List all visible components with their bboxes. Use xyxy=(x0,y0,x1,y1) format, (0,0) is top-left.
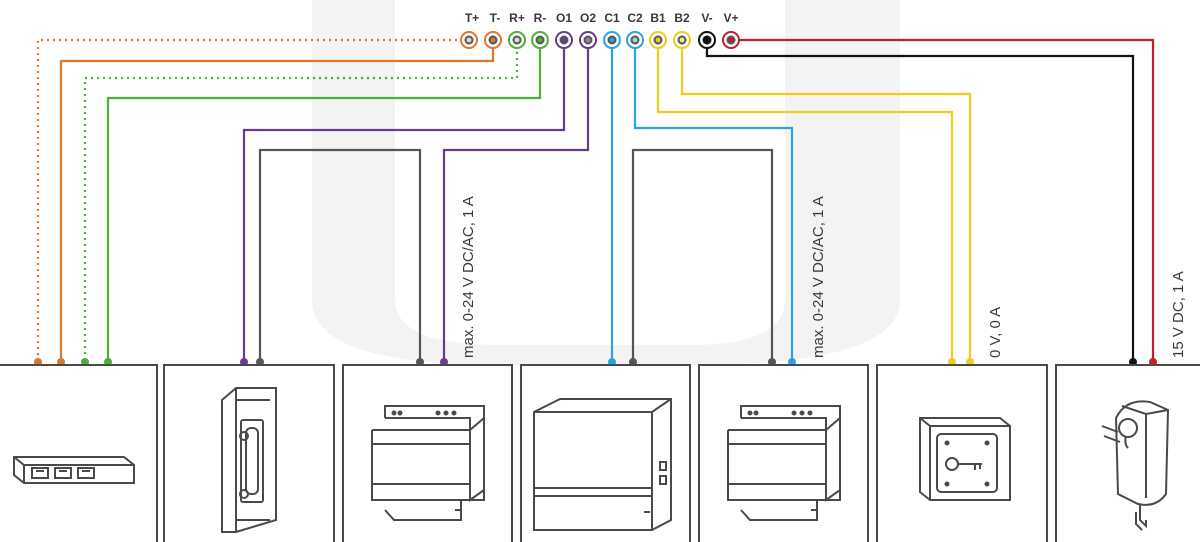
terminal-b1-icon xyxy=(649,31,667,49)
terminal-c1-icon xyxy=(603,31,621,49)
wire-o1 xyxy=(242,40,566,362)
wire-bridge-relay2 xyxy=(631,148,774,362)
terminal-label-t-minus: T- xyxy=(490,11,501,25)
terminal-label-b1: B1 xyxy=(650,11,666,25)
terminal-c2-icon xyxy=(626,31,644,49)
terminal-o2-icon xyxy=(579,31,597,49)
key-switch-icon xyxy=(919,417,1011,501)
terminal-label-t-plus: T+ xyxy=(465,11,479,25)
watermark-shape xyxy=(312,0,900,365)
din-rail-controller-icon xyxy=(533,398,672,531)
terminal-labels: T+ T- R+ R- O1 O2 C1 C2 B1 B2 V- V+ xyxy=(465,11,739,25)
terminal-v-minus-icon xyxy=(698,31,716,49)
wire-r-minus xyxy=(106,40,542,362)
terminal-t-minus-icon xyxy=(484,31,502,49)
terminal-label-v-minus: V- xyxy=(701,11,712,25)
wires xyxy=(36,38,1155,362)
device-box-din-relay-2 xyxy=(698,364,869,542)
terminal-v-plus-icon xyxy=(722,31,740,49)
terminal-r-minus-icon xyxy=(531,31,549,49)
wire-o2 xyxy=(442,40,590,362)
wire-r-plus xyxy=(83,40,519,362)
power-plug-icon xyxy=(1101,400,1170,531)
device-box-power-adapter xyxy=(1055,364,1200,542)
device-box-exit-button xyxy=(876,364,1048,542)
wire-t-minus xyxy=(59,40,495,362)
device-box-door-strike xyxy=(163,364,335,542)
device-box-din-controller xyxy=(520,364,691,542)
terminal-label-o2: O2 xyxy=(580,11,596,25)
power-rating-label: 15 V DC, 1 A xyxy=(1170,271,1187,358)
terminal-t-plus-icon xyxy=(460,31,478,49)
terminal-label-c2: C2 xyxy=(627,11,643,25)
terminal-label-v-plus: V+ xyxy=(723,11,738,25)
terminal-label-c1: C1 xyxy=(604,11,620,25)
terminal-r-plus-icon xyxy=(508,31,526,49)
wire-t-plus xyxy=(36,38,469,362)
terminal-label-o1: O1 xyxy=(556,11,572,25)
wire-c2 xyxy=(633,40,794,362)
device-boxes xyxy=(0,364,1200,542)
terminal-label-r-plus: R+ xyxy=(509,11,525,25)
wire-bridge-relay1 xyxy=(258,148,422,362)
network-switch-icon xyxy=(13,456,135,484)
button-rating-label: 0 V, 0 A xyxy=(987,307,1004,358)
terminal-label-r-minus: R- xyxy=(534,11,547,25)
terminal-connectors xyxy=(460,31,740,49)
wire-v-plus xyxy=(731,38,1155,362)
wire-b2 xyxy=(680,40,972,362)
din-rail-module-icon xyxy=(727,405,841,521)
door-strike-icon xyxy=(221,387,277,533)
wire-b1 xyxy=(656,40,954,362)
device-box-din-relay-1 xyxy=(342,364,513,542)
terminal-b2-icon xyxy=(673,31,691,49)
relay1-rating-label: max. 0-24 V DC/AC, 1 A xyxy=(460,196,477,358)
relay2-rating-label: max. 0-24 V DC/AC, 1 A xyxy=(810,196,827,358)
terminal-label-b2: B2 xyxy=(674,11,690,25)
din-rail-module-icon xyxy=(371,405,485,521)
terminal-o1-icon xyxy=(555,31,573,49)
device-box-network-switch xyxy=(0,364,158,542)
